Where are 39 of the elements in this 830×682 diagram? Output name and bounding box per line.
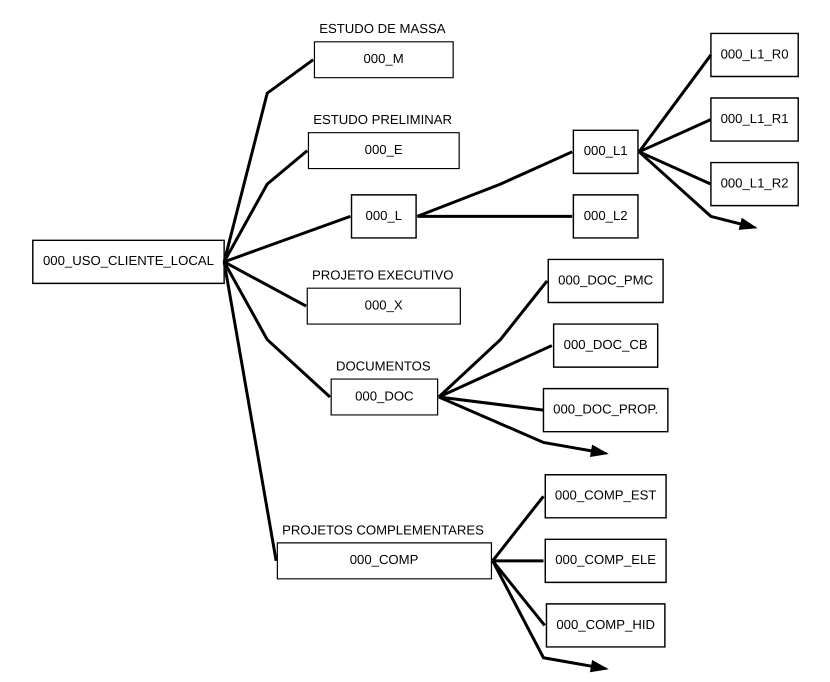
connector	[222, 58, 314, 262]
connector	[638, 118, 712, 154]
node-label: ESTUDO DE MASSA	[318, 21, 446, 36]
node-label: DOCUMENTOS	[335, 358, 430, 374]
node-label: PROJETO EXECUTIVO	[312, 268, 453, 283]
node-box: 000_DOC_CB	[552, 323, 658, 368]
node-box: 000_DOC_PROP.	[542, 388, 668, 432]
node-box: 000_USO_CLIENTE_LOCAL	[32, 240, 224, 284]
node-box: 000_DOC	[330, 378, 438, 416]
node-box: 000_COMP_EST	[544, 474, 666, 518]
node-box: 000_COMP_HID	[545, 603, 666, 648]
node-box: 000_L1	[572, 130, 638, 174]
connector	[638, 150, 712, 186]
connector	[438, 396, 544, 412]
connector	[637, 54, 712, 153]
node-box: 000_COMP_ELE	[544, 538, 666, 584]
connector	[416, 150, 572, 218]
node-box: 000_L1_R0	[710, 32, 798, 78]
connector	[222, 149, 308, 263]
node-box: 000_M	[313, 41, 454, 78]
node-box: 000_L1_R1	[710, 97, 798, 142]
node-box: 000_L	[350, 194, 416, 239]
node-label: ESTUDO PRELIMINAR	[312, 112, 452, 128]
connector	[492, 559, 543, 562]
node-label: PROJETOS COMPLEMENTARES	[282, 522, 484, 538]
node-box: 000_COMP	[276, 542, 492, 580]
node-box: 000_DOC_PMC	[547, 258, 664, 304]
connector	[222, 261, 330, 398]
connector	[490, 560, 546, 626]
node-box: 000_L1_R2	[710, 162, 798, 206]
connector	[438, 344, 552, 398]
connector	[222, 262, 278, 562]
node-box: 000_L2	[572, 194, 638, 239]
node-box: 000_E	[307, 132, 460, 170]
node-box: 000_X	[306, 288, 460, 325]
connector	[223, 215, 350, 264]
connector	[416, 214, 572, 218]
connector	[437, 280, 548, 398]
connector	[490, 495, 544, 562]
